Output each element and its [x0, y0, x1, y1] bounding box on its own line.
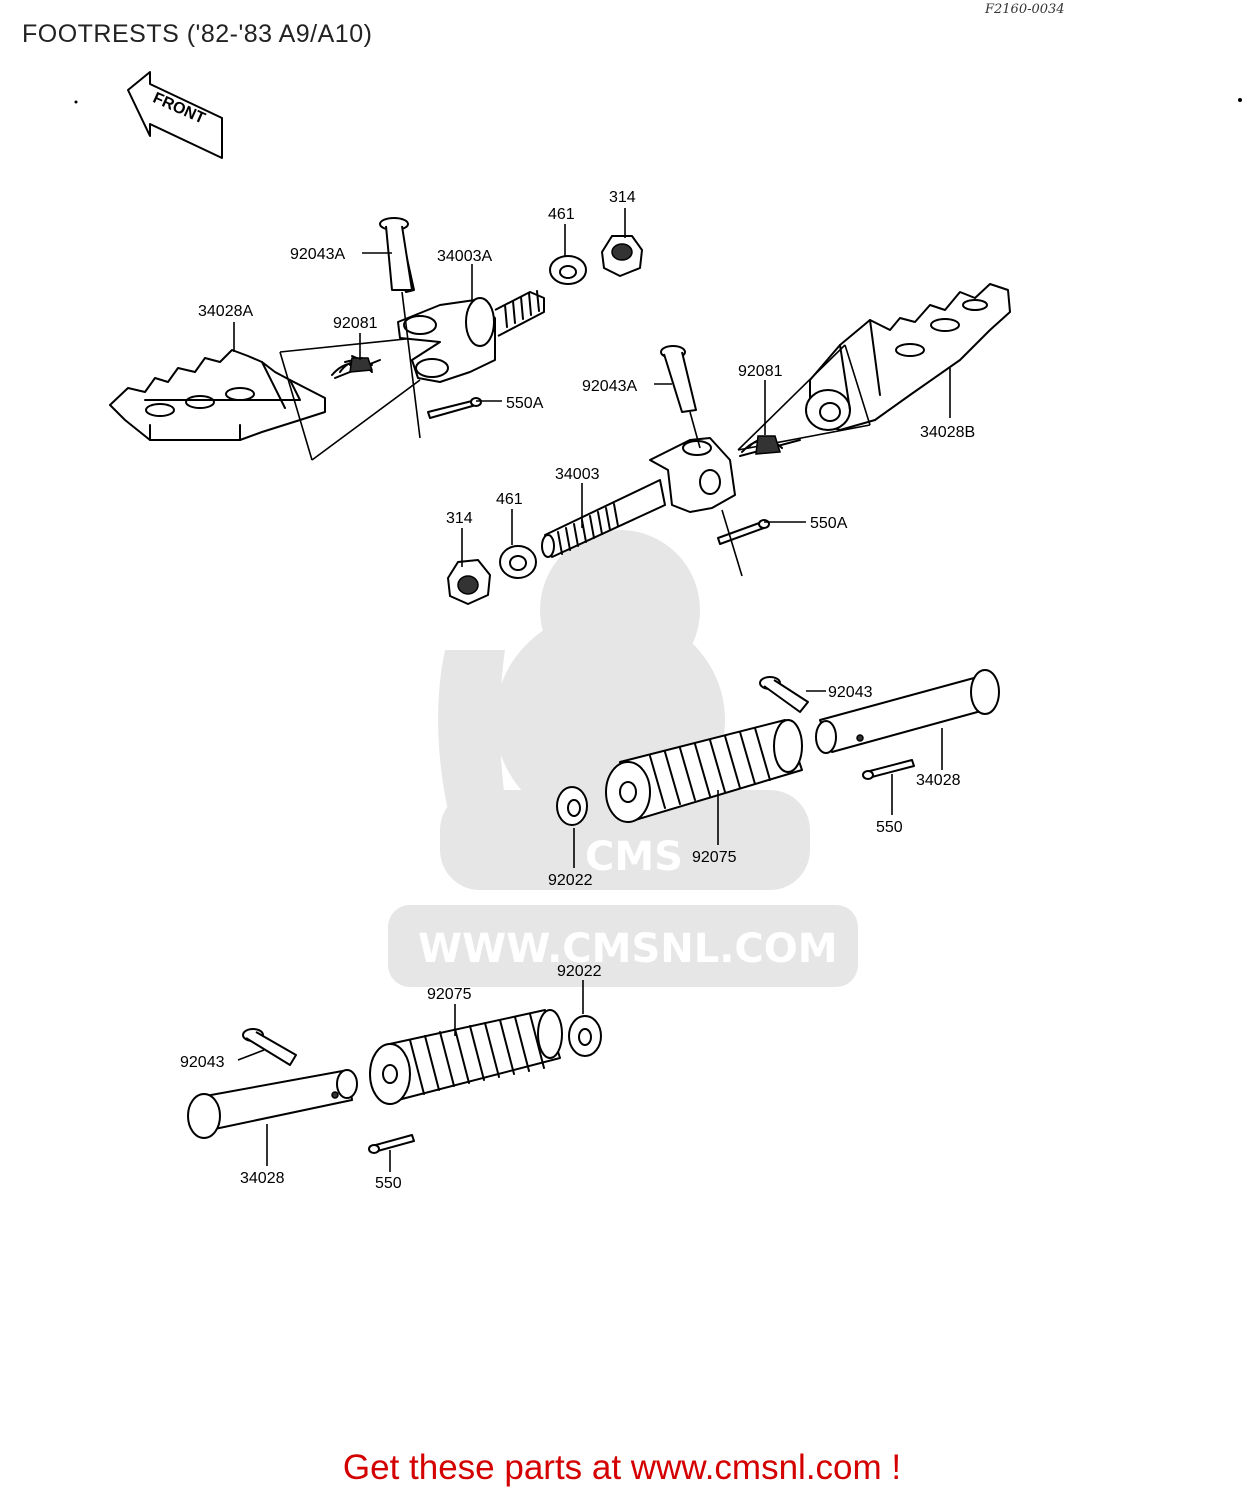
callout-314-mid: 314: [446, 510, 473, 527]
callout-34003: 34003: [555, 466, 600, 483]
callout-34028-lower: 34028: [240, 1170, 285, 1187]
washer-461-mid: [499, 545, 537, 579]
callout-34003a: 34003A: [437, 248, 492, 265]
nut-314-mid: [447, 559, 491, 605]
footer-link[interactable]: Get these parts at www.cmsnl.com !: [342, 1448, 902, 1487]
front-arrow: FRONT: [127, 71, 223, 159]
callout-550-lower: 550: [375, 1175, 402, 1192]
watermark-logo-text: CMS: [585, 834, 683, 880]
callout-92081-right: 92081: [738, 363, 783, 380]
leader-lines: [233, 208, 951, 1172]
washer-461-top: [549, 255, 587, 285]
rear-peg-upper: [556, 669, 1000, 826]
callout-34028b: 34028B: [920, 424, 975, 441]
shaft-34028-lower: [199, 1069, 353, 1131]
callout-92075-lower: 92075: [427, 986, 472, 1003]
corner-dot: [74, 100, 78, 104]
watermark: CMS WWW.CMSNL.COM: [388, 530, 858, 987]
callout-labels: 314 461 92043A 34003A 34028A 92081 550A …: [180, 189, 975, 1192]
callout-314-top: 314: [609, 189, 636, 206]
bolt-92043-lower: [245, 1031, 297, 1066]
footrest-right-assembly: [541, 283, 1011, 577]
bolt-92043-upper: [763, 679, 809, 713]
callout-550a-left: 550A: [506, 395, 544, 412]
callout-92075-upper: 92075: [692, 849, 737, 866]
figure-code: F2160-0034: [985, 2, 1065, 17]
pin-92043a-right: [663, 351, 697, 413]
page-title: FOOTRESTS ('82-'83 A9/A10): [22, 20, 373, 48]
corner-dot: [1238, 98, 1242, 102]
watermark-text: WWW.CMSNL.COM: [418, 926, 838, 972]
cotter-pin-550a-right: [717, 521, 765, 545]
cotter-pin-550a-left: [427, 399, 477, 419]
callout-92043a-right: 92043A: [582, 378, 637, 395]
callout-92043a-left: 92043A: [290, 246, 345, 263]
callout-92043-upper: 92043: [828, 684, 873, 701]
callout-461-mid: 461: [496, 491, 523, 508]
callout-34028a: 34028A: [198, 303, 253, 320]
callout-461-top: 461: [548, 206, 575, 223]
callout-92043-lower: 92043: [180, 1054, 225, 1071]
callout-92022-upper: 92022: [548, 872, 593, 889]
callout-92022-lower: 92022: [557, 963, 602, 980]
nut-314-top: [601, 235, 643, 277]
footrest-step-34028a: [109, 349, 326, 441]
footrest-left-assembly: [109, 217, 545, 461]
callout-92081-left: 92081: [333, 315, 378, 332]
rear-peg-lower: [187, 1009, 602, 1154]
callout-550-upper: 550: [876, 819, 903, 836]
callout-34028-upper: 34028: [916, 772, 961, 789]
grip-92075-lower: [384, 1009, 561, 1101]
callout-550a-right: 550A: [810, 515, 848, 532]
